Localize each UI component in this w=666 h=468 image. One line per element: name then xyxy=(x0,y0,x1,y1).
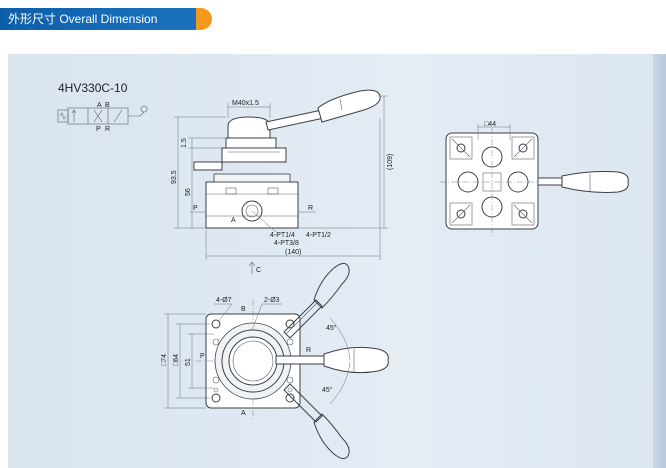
side-view: □44 xyxy=(440,121,629,236)
front-port-r-label: R xyxy=(308,205,313,212)
symbol-p: P xyxy=(96,126,101,133)
angle-top-label: 45° xyxy=(326,324,337,332)
angle-arc-top xyxy=(329,317,351,361)
top-port-a-label: A xyxy=(241,410,246,417)
view-arrow-c: C xyxy=(256,267,261,274)
dim-44: □44 xyxy=(484,121,496,128)
section-title: 外形尺寸 Overall Dimension xyxy=(8,12,158,26)
lever-arm xyxy=(265,109,325,131)
lever-grip xyxy=(317,89,381,123)
thread-label: M40x1.5 xyxy=(232,100,259,107)
dim-140: (140) xyxy=(285,249,301,256)
symbol-b: B xyxy=(105,102,110,109)
top-port-b-label: B xyxy=(241,306,246,313)
port-a-circle xyxy=(241,200,263,222)
symbol-a: A xyxy=(97,102,102,109)
valve-neck xyxy=(221,147,287,163)
symbol-r: R xyxy=(105,126,110,133)
valve-symbol: A B P R xyxy=(57,102,148,133)
front-view: M40x1.5 A P R 1.5 93.5 56 xyxy=(171,89,394,274)
top-port-r-label: R xyxy=(306,347,311,354)
angle-bottom-label: 45° xyxy=(322,386,333,394)
drawing-panel xyxy=(8,54,666,468)
port-note-3: 4-PT3/8 xyxy=(274,240,299,247)
upper-handle-arm xyxy=(283,299,323,339)
panel-edge xyxy=(653,54,666,468)
top-handle-grip xyxy=(323,346,389,374)
dim-1-5: 1.5 xyxy=(181,138,188,148)
front-port-p-label: P xyxy=(193,205,198,212)
side-handle-grip xyxy=(561,171,629,193)
top-port-p-label: P xyxy=(200,353,205,360)
upper-handle-grip xyxy=(313,262,350,309)
hole-label-2: 2-Ø3 xyxy=(264,297,280,304)
port-note-1: 4-PT1/4 xyxy=(270,232,295,239)
model-number: 4HV330C-10 xyxy=(58,81,128,95)
dim-74: □74 xyxy=(161,354,168,366)
dim-56: 56 xyxy=(185,188,192,196)
lower-handle-grip xyxy=(313,413,350,460)
top-handle-arm xyxy=(275,355,327,365)
top-center-disc xyxy=(228,336,278,386)
angle-arc-bottom xyxy=(329,361,351,405)
symbol-arrow xyxy=(71,109,77,122)
handle-hub xyxy=(227,116,271,139)
header-bar xyxy=(0,8,206,30)
body-top-plate xyxy=(213,173,291,183)
dim-93-5: 93.5 xyxy=(171,170,178,184)
side-handle-arm xyxy=(537,177,565,186)
symbol-spring xyxy=(59,112,67,120)
port-note-2: 4-PT1/2 xyxy=(306,232,331,239)
hole-label-1: 4-Ø7 xyxy=(216,297,232,304)
top-view: 4-Ø7 2-Ø3 B A P R □74 □64 51 xyxy=(161,262,389,460)
lower-handle-arm xyxy=(283,383,323,423)
dim-64: □64 xyxy=(173,354,180,366)
dim-51: 51 xyxy=(185,358,192,366)
hub-ring xyxy=(225,137,277,149)
front-port-a-label: A xyxy=(231,217,236,224)
header-accent xyxy=(196,8,212,30)
dim-109: (109) xyxy=(387,154,394,170)
side-tab xyxy=(193,161,223,171)
